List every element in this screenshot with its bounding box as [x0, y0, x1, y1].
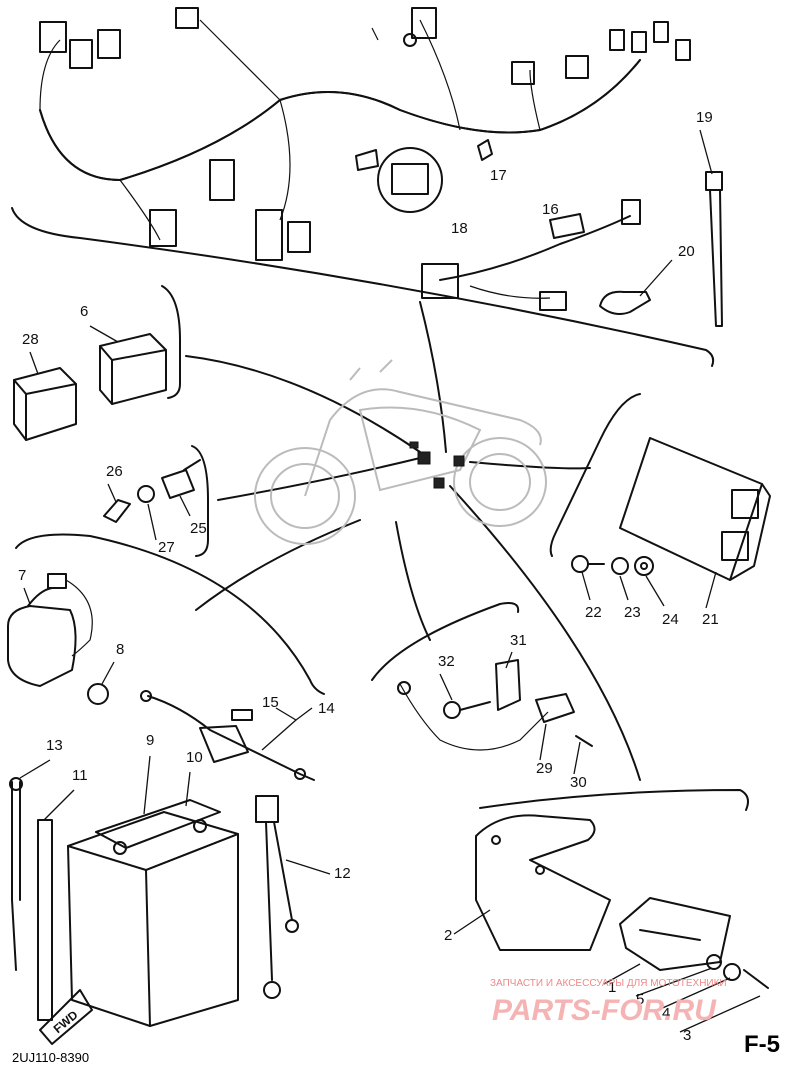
regulator-bracket — [453, 814, 769, 1033]
watermark-line1: ЗАПЧАСТИ И АКСЕССУАРЫ ДЛЯ МОТОТЕХНИКИ — [490, 978, 727, 989]
callout-12: 12 — [334, 865, 351, 882]
callout-4: 4 — [662, 1005, 670, 1022]
sub-harness — [421, 199, 641, 311]
callout-19: 19 — [696, 109, 713, 126]
motorcycle-outline — [254, 359, 547, 545]
callout-15: 15 — [262, 694, 279, 711]
callout-31: 31 — [510, 632, 527, 649]
callout-7: 7 — [18, 567, 26, 584]
callout-9: 9 — [146, 732, 154, 749]
switch-set — [397, 651, 593, 775]
callout-11: 11 — [72, 767, 88, 784]
page-code: F-5 — [744, 1031, 780, 1058]
callout-2: 2 — [444, 927, 452, 944]
callout-22: 22 — [585, 604, 602, 621]
callout-13: 13 — [46, 737, 63, 754]
leader-lines — [185, 301, 641, 781]
forward-arrow: FWD — [39, 989, 93, 1045]
starter-relay — [7, 573, 115, 705]
callout-17: 17 — [490, 167, 507, 184]
callout-27: 27 — [158, 539, 175, 556]
part-number: 2UJ110-8390 — [12, 1050, 89, 1065]
wire-harness — [39, 7, 691, 261]
battery-bands — [9, 759, 75, 1021]
clamp — [599, 259, 673, 315]
callout-5: 5 — [636, 991, 644, 1008]
callout-18: 18 — [451, 220, 468, 237]
callout-32: 32 — [438, 653, 455, 670]
relay-units — [13, 325, 167, 441]
callout-28: 28 — [22, 331, 39, 348]
cdi-unit — [571, 437, 771, 609]
callout-3: 3 — [683, 1027, 691, 1044]
battery — [67, 755, 239, 1027]
callout-8: 8 — [116, 641, 124, 658]
callout-6: 6 — [80, 303, 88, 320]
starter-cable — [140, 690, 315, 781]
watermark: ЗАПЧАСТИ И АКСЕССУАРЫ ДЛЯ МОТОТЕХНИКИ PA… — [490, 978, 727, 1027]
callout-30: 30 — [570, 774, 587, 791]
group-boundaries — [11, 207, 749, 811]
callout-14: 14 — [318, 700, 335, 717]
callout-29: 29 — [536, 760, 553, 777]
cable-tie — [699, 129, 723, 327]
callout-1: 1 — [608, 979, 616, 996]
callout-10: 10 — [186, 749, 203, 766]
callout-21: 21 — [702, 611, 719, 628]
callout-26: 26 — [106, 463, 123, 480]
callout-16: 16 — [542, 201, 559, 218]
callout-24: 24 — [662, 611, 679, 628]
lead-wire — [255, 795, 331, 999]
watermark-line2: PARTS-FOR.RU — [492, 994, 717, 1027]
callout-23: 23 — [624, 604, 641, 621]
callout-25: 25 — [190, 520, 207, 537]
sensor-set — [103, 459, 201, 541]
callout-20: 20 — [678, 243, 695, 260]
